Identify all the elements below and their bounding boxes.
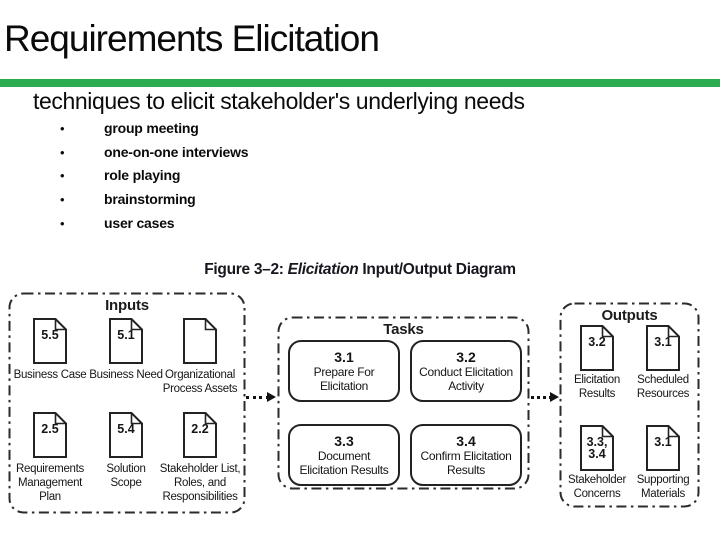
dashed-border (8, 292, 246, 514)
doc-number (183, 322, 217, 348)
task-number: 3.1 (334, 349, 354, 365)
document-icon (646, 325, 680, 371)
bullet-list: • group meeting • one-on-one interviews … (60, 120, 249, 239)
dotted-line (531, 396, 552, 399)
title-divider (0, 79, 720, 87)
document-icon (33, 318, 67, 364)
doc-item: 3.2 (580, 325, 614, 371)
task-number: 3.3 (334, 433, 354, 449)
doc-label: Stakeholder Concerns (567, 474, 627, 500)
bullet-item: • user cases (60, 215, 248, 239)
doc-label: Requirements Management Plan (16, 463, 84, 503)
task-card: 3.2 Conduct Elicitation Activity (410, 340, 522, 402)
document-icon (183, 318, 217, 364)
inputs-title: Inputs (105, 297, 149, 314)
bullet-item: • role playing (60, 167, 248, 191)
doc-item: 3.1 (646, 425, 680, 471)
doc-label: Business Need (89, 369, 163, 381)
doc-number: 5.4 (117, 422, 135, 436)
bullet-item: • one-on-one interviews (60, 143, 249, 168)
bullet-marker: • (60, 192, 65, 208)
doc-item: 2.2 (183, 412, 217, 458)
outputs-group: Outputs 3.2 Elicitation Results 3.1 Sche… (559, 302, 700, 508)
slide-title: Requirements Elicitation (4, 18, 380, 59)
doc-item: 3.3, 3.4 (580, 425, 614, 471)
document-icon (33, 412, 67, 458)
document-icon (109, 412, 143, 458)
doc-item: 5.1 (109, 318, 143, 364)
tasks-group: Tasks 3.1 Prepare For Elicitation 3.2 Co… (277, 316, 530, 490)
doc-item: 2.5 (33, 412, 67, 458)
task-card: 3.4 Confirm Elicitation Results (410, 424, 522, 486)
tasks-title: Tasks (383, 321, 424, 338)
doc-number: 5.5 (41, 328, 59, 342)
dotted-line (246, 396, 269, 399)
doc-item (183, 318, 217, 364)
document-icon (580, 325, 614, 371)
bullet-label: user cases (104, 214, 175, 231)
doc-number: 3.3, 3.4 (586, 435, 608, 461)
doc-label: Elicitation Results (574, 374, 620, 400)
outputs-title: Outputs (601, 307, 658, 324)
task-label: Conduct Elicitation Activity (419, 365, 513, 393)
bullet-label: brainstorming (104, 191, 196, 208)
bullet-marker: • (60, 215, 65, 231)
figure-caption-italic: Elicitation (287, 261, 359, 278)
doc-number: 2.5 (41, 422, 59, 436)
doc-label: Supporting Materials (636, 474, 690, 500)
flow-arrow-inputs-to-tasks (246, 392, 276, 404)
figure-caption-suffix: Input/Output Diagram (358, 261, 516, 278)
arrowhead-icon (267, 392, 276, 402)
bullet-label: one-on-one interviews (104, 143, 249, 160)
doc-label: Stakeholder List, Roles, and Responsibil… (159, 463, 241, 503)
bullet-item: • group meeting (60, 120, 248, 144)
bullet-item: • brainstorming (60, 191, 248, 215)
bullet-marker: • (60, 144, 65, 160)
task-number: 3.2 (456, 349, 476, 365)
flow-arrow-tasks-to-outputs (531, 392, 559, 404)
figure-caption: Figure 3–2: Elicitation Input/Output Dia… (0, 261, 720, 279)
task-number: 3.4 (456, 433, 476, 449)
doc-label: Scheduled Resources (636, 374, 690, 400)
task-card: 3.3 Document Elicitation Results (288, 424, 400, 486)
doc-item: 3.1 (646, 325, 680, 371)
doc-number: 3.1 (654, 335, 672, 349)
figure-caption-prefix: Figure 3–2: (204, 261, 288, 278)
task-label: Prepare For Elicitation (313, 365, 375, 393)
doc-number: 2.2 (191, 422, 209, 436)
bullet-marker: • (60, 121, 65, 136)
inputs-group: Inputs 5.5 Business Case 5.1 Business Ne… (8, 292, 246, 514)
dashed-border (277, 316, 530, 490)
bullet-label: group meeting (104, 120, 199, 136)
task-label: Confirm Elicitation Results (420, 449, 512, 477)
bullet-marker: • (60, 168, 65, 184)
doc-number: 5.1 (117, 328, 135, 342)
document-icon (109, 318, 143, 364)
task-card: 3.1 Prepare For Elicitation (288, 340, 400, 402)
doc-number: 3.2 (588, 335, 606, 349)
doc-item: 5.5 (33, 318, 67, 364)
doc-label: Solution Scope (106, 463, 146, 489)
doc-item: 5.4 (109, 412, 143, 458)
task-label: Document Elicitation Results (299, 449, 389, 477)
document-icon (580, 425, 614, 471)
slide-subtitle: techniques to elicit stakeholder's under… (33, 88, 525, 114)
doc-label: Organizational Process Assets (162, 369, 238, 395)
bullet-label: role playing (104, 167, 181, 184)
doc-label: Business Case (13, 369, 87, 381)
document-icon (646, 425, 680, 471)
document-icon (183, 412, 217, 458)
doc-number: 3.1 (654, 435, 672, 449)
arrowhead-icon (550, 392, 559, 402)
dashed-border (559, 302, 700, 508)
